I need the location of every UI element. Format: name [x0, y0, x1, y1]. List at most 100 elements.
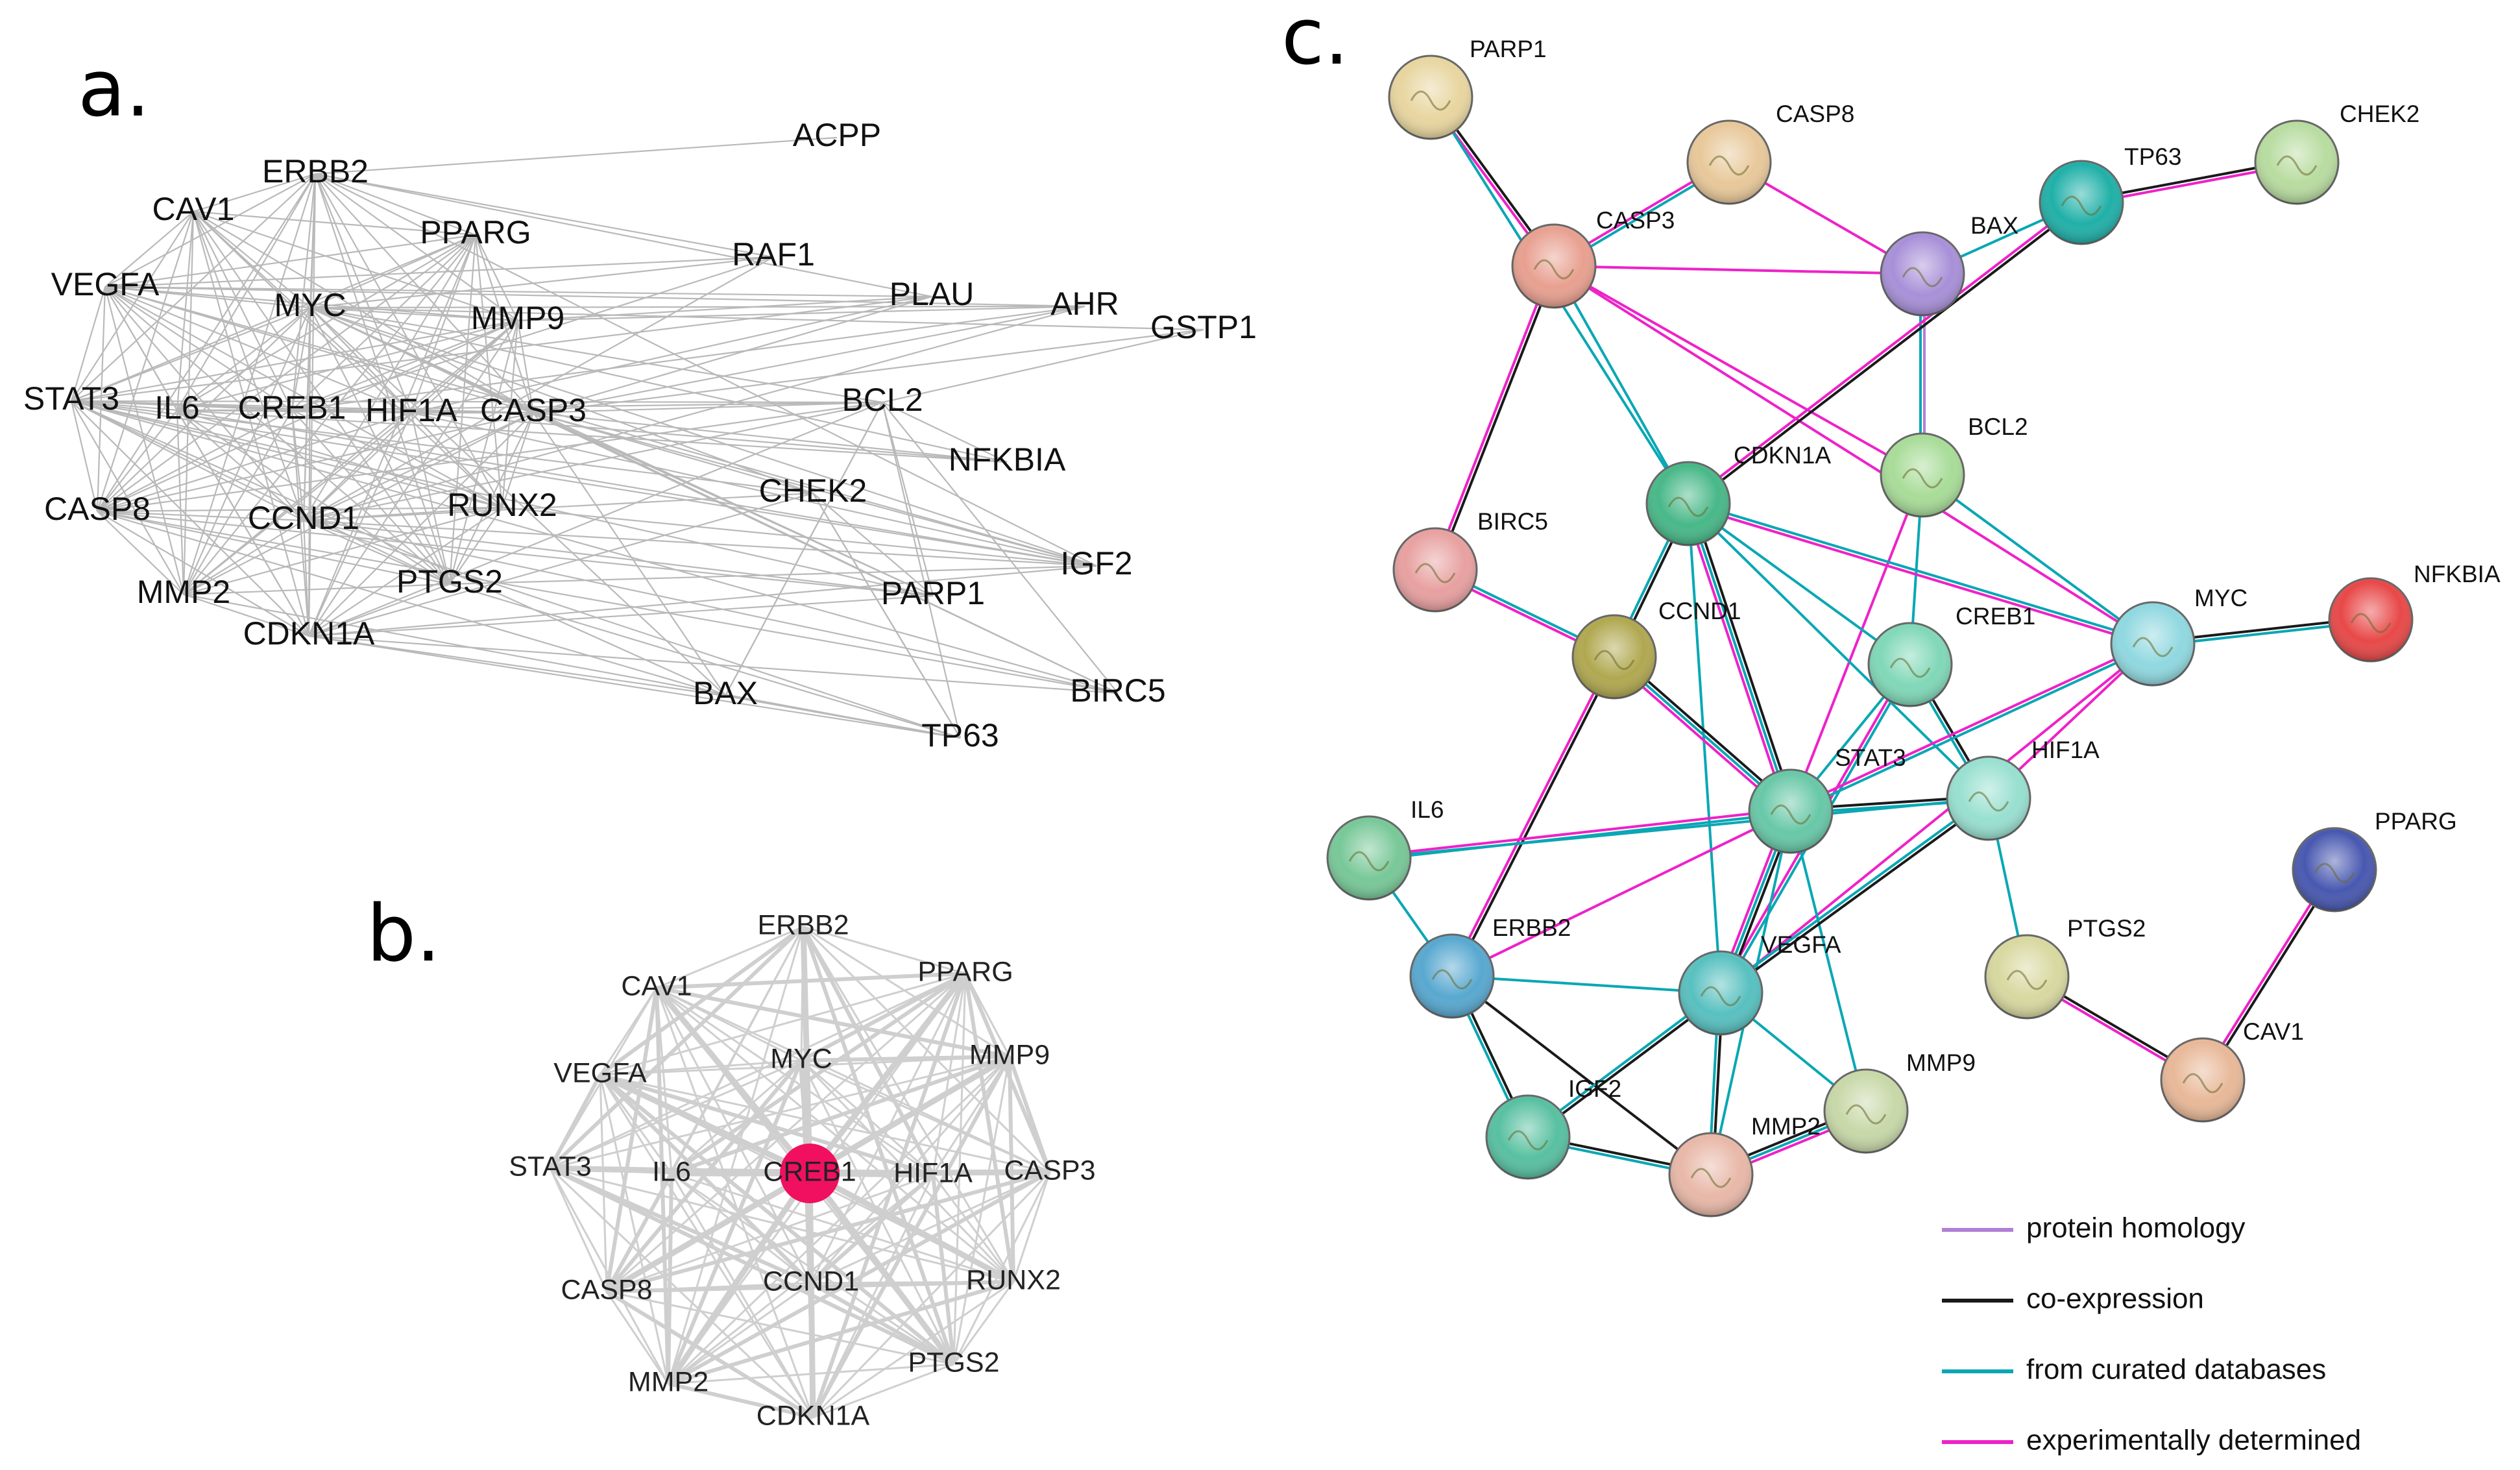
- edge-a-stat3-pparg: [71, 234, 476, 402]
- node-c-casp8-label: CASP8: [1776, 101, 1854, 127]
- edge-a-myc-pparg: [309, 234, 476, 309]
- edge-a-nfkbia-casp3: [533, 411, 1008, 463]
- panel-c-labels: PARP1 CASP8 CASP3 BAX TP63 CHEK2 BCL2 CD…: [1411, 36, 2501, 1140]
- edge-b-pparg-stat3: [550, 972, 966, 1170]
- edge-a-tp63-ccnd1: [303, 519, 961, 739]
- edge-a-igf2-myc: [309, 306, 1097, 567]
- node-a-casp8: CASP8: [44, 491, 151, 527]
- edge-c-cdkn1a-stat3: [1687, 503, 1792, 812]
- node-a-mmp9: MMP9: [471, 300, 564, 336]
- node-c-ptgs2-gloss: [1985, 935, 2068, 1018]
- node-c-bcl2-gloss: [1881, 434, 1964, 517]
- panel-c-letter: c.: [1281, 0, 1349, 82]
- edge-b-vegfa-stat3: [548, 1073, 602, 1170]
- node-c-tp63-structure: [2061, 195, 2102, 216]
- legend-label-protein-homology: protein homology: [2026, 1212, 2246, 1244]
- node-c-casp3-gloss: [1512, 225, 1595, 308]
- node-c-erbb2-label: ERBB2: [1492, 914, 1571, 941]
- node-c-il6-structure: [1348, 851, 1390, 872]
- edge-c-hif1a-vegfa: [1721, 798, 1991, 996]
- edge-a-cav1-myc: [193, 211, 311, 308]
- node-a-bax: BAX: [693, 675, 758, 711]
- node-c-casp8: [1686, 119, 1772, 205]
- edge-a-casp3-mmp2: [183, 412, 534, 595]
- edge-b-casp3-cdkn1a: [812, 1171, 1051, 1419]
- edge-a-vegfa-mmp2: [104, 286, 185, 595]
- edge-b-casp8-runx2: [606, 1280, 1014, 1293]
- panel-a-edges: [70, 136, 1204, 739]
- edge-a-hif1a-ptgs2: [410, 412, 451, 585]
- edge-a-parp1-ccnd1: [303, 519, 934, 597]
- edge-b-myc-stat3: [550, 1059, 802, 1170]
- edge-b-erbb2-vegfa: [599, 925, 805, 1077]
- edge-a-stat3-runx2: [71, 400, 503, 509]
- edge-a-il6-cdkn1a: [176, 410, 309, 637]
- edge-a-casp8-pparg: [97, 234, 476, 512]
- edge-b-erbb2-mmp2: [667, 926, 805, 1384]
- node-c-birc5-gloss: [1394, 528, 1477, 611]
- edge-a-myc-mmp2: [182, 307, 311, 595]
- edge-c-myc-stat3: [1789, 641, 2153, 811]
- edge-a-gstp1-bcl2: [882, 328, 1204, 404]
- edge-b-cav1-pparg: [656, 972, 966, 990]
- edge-a-plau-vegfa: [104, 286, 932, 298]
- edge-a-stat3-ccnd1: [71, 400, 304, 521]
- edge-a-ahr-mmp9: [517, 305, 1085, 322]
- node-a-mmp2: MMP2: [137, 574, 230, 610]
- edge-b-pparg-cdkn1a: [811, 973, 967, 1418]
- edge-a-igf2-runx2: [502, 506, 1097, 567]
- edge-b-vegfa-casp3: [600, 1073, 1050, 1173]
- edge-a-runx2-mmp9: [501, 320, 519, 508]
- edge-a-stat3-casp8: [70, 400, 99, 512]
- panel-b-labels: ERBB2 CAV1 PPARG VEGFA MYC MMP9 STAT3 IL…: [509, 909, 1095, 1431]
- node-b-il6: IL6: [652, 1156, 691, 1187]
- edge-b-vegfa-ccnd1: [598, 1073, 813, 1285]
- edge-c-casp3-birc5: [1432, 265, 1554, 570]
- node-c-ccnd1: [1571, 614, 1657, 700]
- edge-a-igf2-hif1a: [411, 411, 1097, 567]
- edge-c-erbb2-mmp2: [1451, 975, 1712, 1176]
- edge-a-ptgs2-pparg: [448, 234, 477, 585]
- edge-a-ahr-casp3: [533, 305, 1085, 414]
- edge-b-creb1-ptgs2: [807, 1171, 956, 1366]
- edge-b-cav1-runx2: [656, 986, 1014, 1283]
- node-a-creb1: CREB1: [238, 389, 346, 426]
- edge-b-cav1-mmp9: [656, 986, 1010, 1059]
- edge-a-cav1-hif1a: [193, 211, 412, 413]
- edge-a-il6-mmp9: [176, 319, 518, 411]
- edge-b-il6-casp8: [605, 1172, 673, 1293]
- edge-c-tp63-cdkn1a: [1686, 200, 2081, 504]
- edge-a-birc5-bcl2: [882, 402, 1119, 694]
- edge-a-erbb2-mmp9: [315, 173, 518, 321]
- edge-a-chek2-stat3: [71, 400, 814, 495]
- node-b-stat3: STAT3: [509, 1151, 591, 1182]
- node-c-mmp2-label: MMP2: [1751, 1113, 1821, 1140]
- node-b-mmp2: MMP2: [628, 1366, 709, 1397]
- edge-a-myc-cdkn1a: [308, 307, 311, 637]
- edge-a-ahr-vegfa: [104, 286, 1085, 308]
- edge-a-vegfa-mmp9: [104, 286, 518, 322]
- edge-b-erbb2-ptgs2: [801, 926, 956, 1365]
- node-c-mmp2: [1668, 1132, 1754, 1218]
- node-b-ptgs2: PTGS2: [908, 1347, 1000, 1378]
- edge-a-parp1-bcl2: [881, 402, 934, 596]
- edge-a-myc-ccnd1: [302, 307, 311, 521]
- edge-b-stat3-ptgs2: [549, 1166, 955, 1366]
- node-c-ccnd1-label: CCND1: [1658, 598, 1741, 624]
- edge-c-hif1a-vegfa: [1719, 795, 1989, 993]
- node-c-pparg-structure: [2314, 863, 2355, 883]
- edge-c-stat3-mmp9: [1789, 811, 1867, 1112]
- node-c-bcl2: [1880, 432, 1965, 518]
- node-c-nfkbia-structure: [2350, 613, 2392, 633]
- node-c-mmp9-structure: [1845, 1104, 1887, 1125]
- edge-a-runx2-mmp2: [183, 506, 503, 596]
- edge-a-plau-erbb2: [315, 173, 932, 298]
- edge-a-igf2-il6: [176, 409, 1097, 567]
- node-c-parp1-label: PARP1: [1470, 36, 1547, 62]
- node-c-parp1-gloss: [1389, 56, 1472, 139]
- node-b-casp8: CASP8: [561, 1274, 652, 1305]
- edge-b-pparg-vegfa: [600, 972, 966, 1076]
- edge-a-erbb2-cav1: [193, 173, 316, 213]
- node-a-igf2: IGF2: [1060, 545, 1132, 582]
- node-c-creb1: [1867, 622, 1953, 707]
